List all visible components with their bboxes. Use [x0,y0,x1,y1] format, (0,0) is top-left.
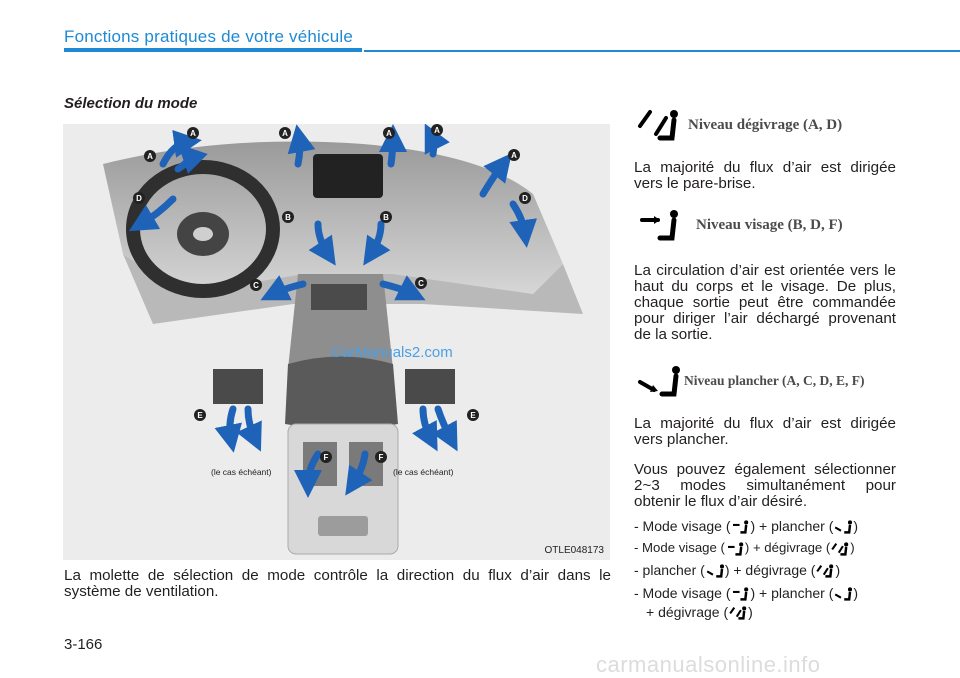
combo-text: ) + dégivrage ( [744,540,831,555]
figure-code: OTLE048173 [544,545,605,556]
combo-face-floor-defrost: - Mode visage ( ) + plancher () [634,584,904,602]
figure-caption-left: (le cas échéant) [211,467,272,477]
running-header: Fonctions pratiques de votre véhicule [64,27,354,46]
vent-label-e1: E [197,411,203,420]
mode-text-defrost: La majorité du flux d’air est dirigée ve… [634,159,896,192]
dashboard-vents-illustration: A A A A A A D D B B C C E E F F (le cas … [63,124,610,560]
combo-text: - Mode visage ( [634,540,725,555]
combo-text: + dégivrage ( [646,604,729,620]
mode-title-face: Niveau visage (B, D, F) [696,216,843,233]
combo-face-floor-defrost-cont: + dégivrage () [646,603,753,621]
mode-defrost-heading: Niveau dégivrage (A, D) [636,108,842,142]
figure-watermark: CarManuals2.com [331,344,453,361]
defrost-mode-icon [729,606,747,620]
page-number: 3-166 [64,636,103,653]
defrost-mode-icon [831,541,849,556]
face-mode-icon [640,210,678,241]
section-title: Sélection du mode [64,95,198,112]
vent-label-a5: A [147,152,153,161]
defrost-mode-icon [638,110,678,141]
floor-mode-icon [835,587,853,601]
vent-label-e2: E [470,411,476,420]
mode-text-face: La circulation d’air est orientée vers l… [634,262,896,343]
face-mode-icon [733,587,749,601]
floor-mode-icon [835,520,853,534]
combo-face-defrost: - Mode visage ( ) + dégivrage () [634,539,904,557]
floor-mode-icon [638,366,680,397]
intro-paragraph: La molette de sélection de mode contrôle… [64,567,611,600]
figure-caption-right: (le cas échéant) [393,467,454,477]
vent-label-b2: B [383,213,389,222]
defrost-mode-icon [816,564,834,578]
vent-label-f1: F [324,453,329,462]
combo-text: - Mode visage ( [634,585,731,601]
mode-title-floor: Niveau plancher (A, C, D, E, F) [684,373,865,388]
vent-label-a3: A [386,129,392,138]
header-rule-thin [364,50,960,52]
header-rule [64,48,362,52]
combo-text: - plancher ( [634,562,705,578]
vent-label-f2: F [379,453,384,462]
face-mode-icon [727,541,744,556]
mode-title-defrost: Niveau dégivrage (A, D) [688,116,843,133]
vent-label-a2: A [282,129,288,138]
vent-label-c1: C [253,281,259,290]
combo-text: ) [853,518,859,534]
vent-label-a6: A [511,151,517,160]
combo-text: ) [748,604,753,620]
vent-label-b1: B [285,213,291,222]
combo-text: ) + dégivrage ( [724,562,816,578]
mode-face-heading: Niveau visage (B, D, F) [636,208,843,242]
mode-text-floor: La majorité du flux d’air est dirigée ve… [634,415,896,448]
vent-label-c2: C [418,279,424,288]
combo-text: ) [850,540,855,555]
floor-mode-icon [706,564,724,578]
combo-floor-defrost: - plancher ( ) + dégivrage () [634,561,904,579]
dashboard-drawing: A A A A A A D D B B C C E E F F [103,124,583,555]
face-mode-icon [733,520,749,534]
combo-text: ) + plancher ( [750,518,834,534]
vent-label-d2: D [522,194,528,203]
combo-text: ) + plancher ( [750,585,834,601]
combo-intro: Vous pouvez également sélectionner 2~3 m… [634,461,896,510]
mode-floor-heading: Niveau plancher (A, C, D, E, F) [636,364,865,398]
vent-label-d1: D [136,194,142,203]
combo-text: - Mode visage ( [634,518,731,534]
vent-label-a1: A [190,129,196,138]
footer-watermark: carmanualsonline.info [596,652,821,677]
vent-label-a4: A [434,126,440,135]
combo-text: ) [835,562,841,578]
combo-face-floor: - Mode visage ( ) + plancher () [634,517,904,535]
combo-text: ) [853,585,859,601]
